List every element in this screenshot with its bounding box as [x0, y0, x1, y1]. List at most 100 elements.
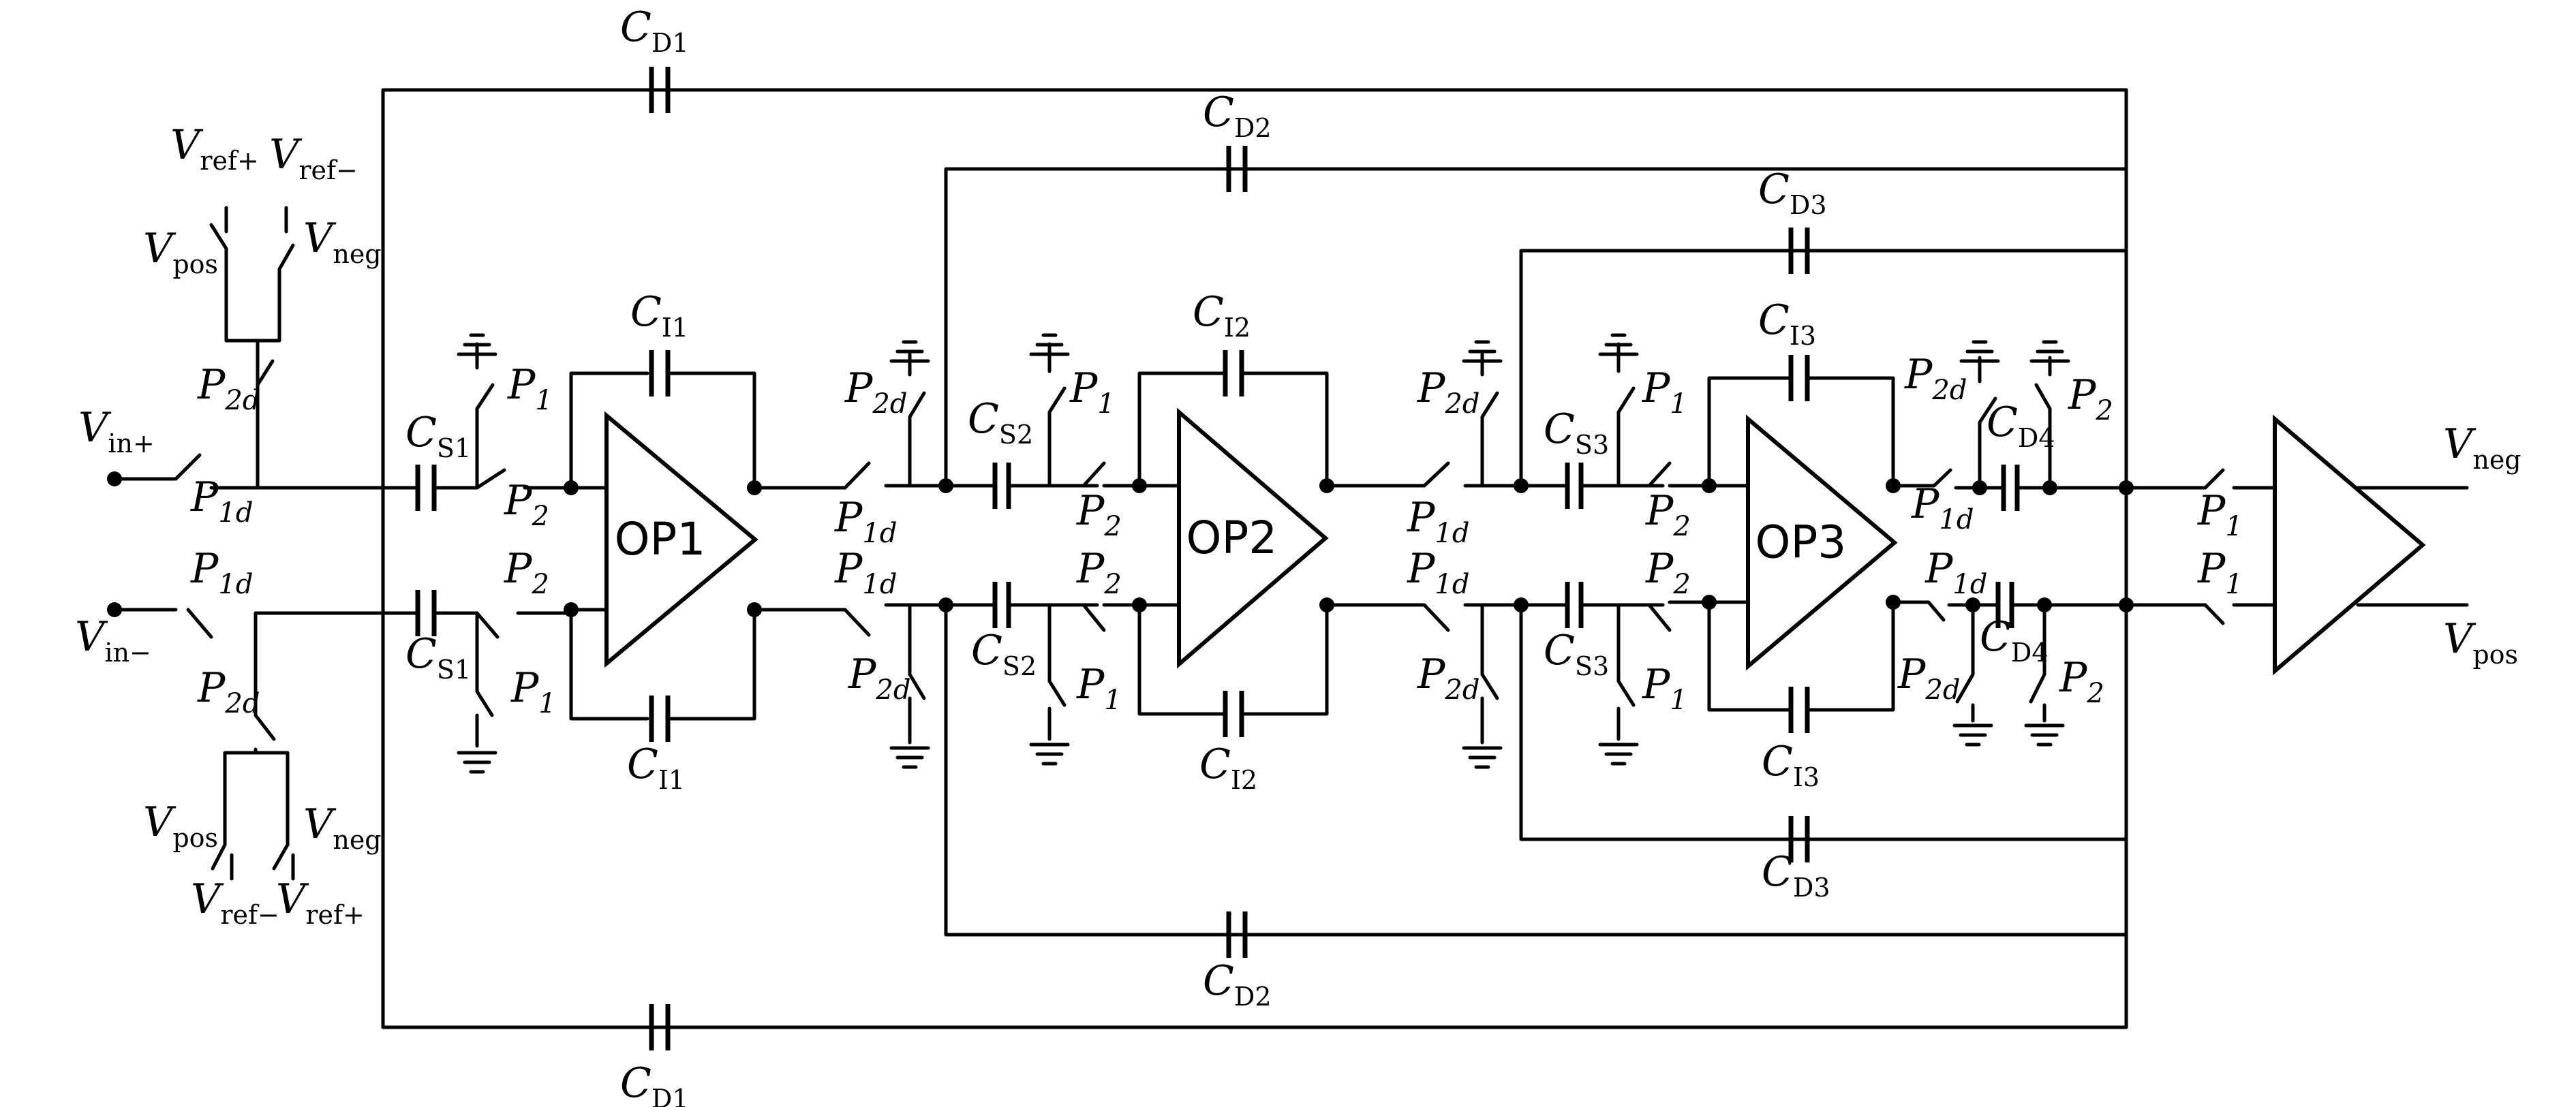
capacitor-symbol [1226, 146, 1248, 192]
capacitor-symbol [649, 1004, 671, 1050]
p1-cs1-top-label-subscript: 1 [535, 385, 552, 416]
junction-dot [747, 480, 762, 495]
op3-triangle [1746, 414, 1898, 671]
comparator-output-bottom-label-symbol: V [2443, 615, 2477, 663]
p2d-stage3-top-label-subscript: 2d [1444, 388, 1479, 420]
p1d-stage2-bottom-label-subscript: 1d [862, 569, 897, 600]
wire-45 [908, 391, 926, 488]
cs2-top-label-subscript: S2 [999, 420, 1033, 450]
wire-87 [1707, 600, 1791, 712]
wire-90 [1891, 600, 1946, 622]
p2-stage4-bottom-label: P2 [2059, 654, 2104, 709]
junction-dot [1972, 480, 1987, 495]
p2-cs1-top-label: P2 [504, 477, 549, 532]
p1-cs3-top-label: P1 [1642, 364, 1687, 420]
p1-cs3-top-label-symbol: P [1642, 364, 1671, 412]
wire-88 [1807, 600, 1895, 712]
wire-97 [2034, 383, 2052, 490]
wire-101 [2029, 603, 2046, 704]
wire-39 [569, 608, 649, 721]
p1d-stage2-bottom-label-symbol: P [834, 545, 863, 593]
vref-minus-top-label: Vref− [269, 131, 358, 185]
p1d-stage4-bottom-label-subscript: 1d [1952, 569, 1987, 600]
ground-icon [1959, 340, 2000, 363]
capacitor-symbol [1565, 582, 1584, 628]
cd4-bottom-label-subscript: D4 [2011, 638, 2049, 668]
cd3-bottom-label-symbol: C [1762, 848, 1793, 896]
p1-cs1-bottom-label-subscript: 1 [538, 688, 555, 719]
capacitor-symbol [1995, 582, 2014, 628]
wire-85 [1707, 376, 1791, 488]
p2d-stage2-top-label-subscript: 2d [872, 388, 907, 420]
cs3-top-label-subscript: S3 [1575, 430, 1609, 460]
cd2-bottom-label: CD2 [1203, 957, 1272, 1012]
op1-triangle [604, 411, 758, 668]
vref-plus-top-label: Vref+ [170, 121, 259, 176]
capacitor-symbol [1788, 355, 1810, 401]
wire-95 [1978, 396, 1997, 490]
p2d-input-bottom-label: P2d [197, 664, 260, 719]
cs3-top-label-symbol: C [1544, 405, 1575, 453]
capacitor-symbol [1223, 691, 1244, 737]
ci1-bottom-label-symbol: C [627, 740, 658, 788]
cd2-top-label: CD2 [1203, 89, 1272, 143]
p1d-stage3-top-label: P1d [1407, 494, 1469, 549]
junction-dot [107, 471, 122, 486]
wire-47 [908, 603, 926, 700]
comparator-output-top-label: Vneg [2443, 420, 2521, 475]
p2-cs2-bottom-label: P2 [1076, 545, 1122, 600]
capacitor-symbol [1223, 350, 1244, 396]
ci3-bottom-label-subscript: I3 [1793, 762, 1820, 792]
junction-dot [938, 478, 953, 493]
wire-82 [1647, 603, 1672, 632]
p2d-input-top-label: P2d [197, 361, 260, 416]
p2d-stage2-bottom-label: P2d [848, 651, 910, 706]
p1-comparator-bottom-label-subscript: 1 [2225, 569, 2242, 600]
p1d-stage4-bottom-label-symbol: P [1925, 545, 1954, 593]
ci2-top-label-subscript: I2 [1224, 313, 1251, 343]
p1-cs2-top-label-symbol: P [1069, 364, 1099, 412]
p2d-stage2-top-label: P2d [844, 364, 907, 420]
capacitor-symbol [1788, 816, 1810, 862]
p2-stage4-top-label-symbol: P [2068, 371, 2097, 419]
p2-cs3-bottom-label: P2 [1645, 545, 1691, 600]
p1-cs1-top-label: P1 [507, 361, 553, 416]
capacitor-symbol [1788, 228, 1810, 274]
capacitor-symbol [992, 463, 1011, 509]
vpos-top-label-subscript: pos [172, 249, 218, 279]
cs1-bottom-label-subscript: S1 [437, 655, 471, 685]
op2-label: OP2 [1186, 512, 1278, 564]
p2-cs1-bottom-label-subscript: 2 [531, 569, 549, 600]
capacitor-symbol [992, 582, 1011, 628]
wire-12 [209, 223, 260, 387]
p2-stage4-top-label: P2 [2068, 371, 2113, 426]
p2d-stage3-top-label-symbol: P [1417, 364, 1446, 412]
ci2-bottom-label: CI2 [1199, 740, 1257, 795]
p2-cs1-top-label-subscript: 2 [531, 501, 549, 532]
junction-dot [1514, 478, 1529, 493]
p2-cs3-top-label: P2 [1645, 487, 1691, 542]
wire-86 [1807, 376, 1895, 488]
cd4-bottom-label-symbol: C [1980, 613, 2011, 661]
op2-triangle [1177, 407, 1329, 669]
cd2-bottom-label-symbol: C [1203, 957, 1234, 1005]
wire-41 [752, 461, 871, 490]
wire-71 [1480, 603, 1499, 700]
capacitor-symbol [1226, 911, 1248, 958]
capacitor-symbol [1565, 463, 1584, 509]
vneg-top-label-subscript: neg [333, 239, 381, 269]
wire-63 [1137, 603, 1225, 716]
p2d-input-top-label-subscript: 2d [224, 385, 260, 416]
p1-cs1-top-label-symbol: P [507, 361, 536, 409]
vref-minus-top-label-symbol: V [269, 131, 303, 178]
p1-cs2-bottom-label: P1 [1076, 661, 1122, 716]
ci1-bottom-label-subscript: I1 [658, 765, 685, 795]
comparator-output-bottom-label-subscript: pos [2472, 640, 2518, 670]
wire-6 [1519, 603, 2128, 841]
cs2-bottom-label: CS2 [971, 627, 1037, 681]
ground-icon [1952, 723, 1993, 747]
p1d-stage4-top-label-symbol: P [1911, 480, 1940, 528]
ground-icon [1462, 746, 1503, 769]
cd4-bottom-label: CD4 [1980, 613, 2049, 668]
